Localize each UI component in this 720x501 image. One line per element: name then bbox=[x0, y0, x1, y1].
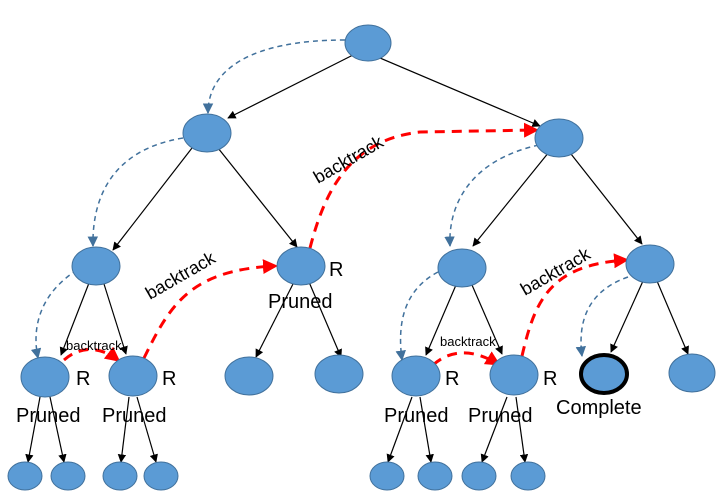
search-path-segment bbox=[444, 144, 540, 248]
tree-edge bbox=[419, 396, 434, 463]
tree-edge bbox=[610, 280, 644, 353]
tree-edge bbox=[136, 396, 158, 463]
r-mark: R bbox=[543, 368, 557, 390]
r-mark: R bbox=[162, 368, 176, 390]
pruned-label: Pruned bbox=[16, 405, 81, 427]
tree-edge bbox=[255, 281, 295, 358]
tree-edge bbox=[59, 282, 90, 356]
pruned-label: Pruned bbox=[468, 405, 533, 427]
search-path-segment bbox=[202, 39, 346, 115]
tree-leaf bbox=[102, 461, 138, 491]
tree-edge bbox=[480, 396, 508, 463]
tree-edge bbox=[425, 284, 457, 356]
tree-node bbox=[314, 354, 364, 394]
search-path-segment bbox=[87, 137, 184, 248]
tree-edges bbox=[25, 53, 689, 463]
tree-edge bbox=[112, 147, 193, 251]
tree-edge bbox=[379, 57, 541, 127]
backtrack-arrow bbox=[520, 253, 629, 357]
search-path-segment bbox=[575, 276, 629, 358]
tree-node-pruned bbox=[20, 356, 70, 398]
complete-label: Complete bbox=[556, 397, 642, 419]
tree-node bbox=[534, 118, 584, 158]
pruned-label: Pruned bbox=[268, 291, 333, 313]
tree-node-complete bbox=[579, 353, 629, 395]
backtrack-arrow bbox=[63, 346, 121, 362]
tree-leaf bbox=[510, 461, 546, 491]
r-mark: R bbox=[329, 259, 343, 281]
tree-edge bbox=[308, 281, 342, 358]
tree-leaf bbox=[7, 461, 43, 491]
tree-edge bbox=[471, 284, 503, 355]
tree-nodes bbox=[7, 24, 716, 491]
tree-node-pruned bbox=[276, 246, 326, 286]
tree-edge bbox=[515, 396, 529, 463]
tree-edge bbox=[570, 153, 643, 245]
tree-node-pruned bbox=[391, 355, 441, 397]
backtrack-label: backtrack bbox=[517, 243, 595, 299]
search-path-segment bbox=[30, 269, 78, 360]
backtrack-arrow bbox=[432, 351, 501, 367]
tree-node bbox=[625, 244, 675, 284]
backtrack-label: backtrack bbox=[66, 338, 122, 353]
backtrack-arrow bbox=[142, 259, 278, 359]
tree-edge bbox=[656, 280, 689, 355]
tree-edge bbox=[217, 147, 298, 248]
backtrack-paths bbox=[63, 122, 629, 367]
pruned-label: Pruned bbox=[384, 405, 449, 427]
tree-edge bbox=[117, 396, 130, 463]
tree-node bbox=[437, 248, 487, 288]
tree-leaf bbox=[461, 461, 497, 491]
pruned-label: Pruned bbox=[102, 405, 167, 427]
tree-node-root bbox=[344, 24, 392, 62]
r-mark: R bbox=[76, 368, 90, 390]
tree-leaf bbox=[143, 461, 179, 491]
tree-node bbox=[668, 353, 716, 393]
backtrack-label: backtrack bbox=[310, 131, 388, 187]
backtrack-label: backtrack bbox=[142, 247, 220, 303]
tree-node bbox=[71, 246, 121, 286]
tree-edge bbox=[472, 151, 550, 247]
tree-edge bbox=[25, 396, 41, 463]
search-path-segment bbox=[395, 271, 439, 362]
tree-edge bbox=[103, 283, 128, 355]
tree-edge bbox=[386, 396, 413, 463]
backtrack-arrow bbox=[308, 122, 539, 249]
tree-leaf bbox=[417, 461, 453, 491]
tree-node-pruned bbox=[108, 355, 158, 397]
search-path bbox=[30, 39, 629, 362]
backtrack-label: backtrack bbox=[440, 334, 496, 349]
tree-node bbox=[182, 113, 232, 153]
tree-leaf bbox=[369, 461, 405, 491]
r-mark: R bbox=[445, 368, 459, 390]
tree-node bbox=[224, 356, 274, 396]
tree-leaf bbox=[50, 461, 86, 491]
tree-edge bbox=[227, 53, 356, 119]
tree-edge bbox=[49, 396, 67, 463]
tree-node-pruned bbox=[489, 354, 539, 396]
